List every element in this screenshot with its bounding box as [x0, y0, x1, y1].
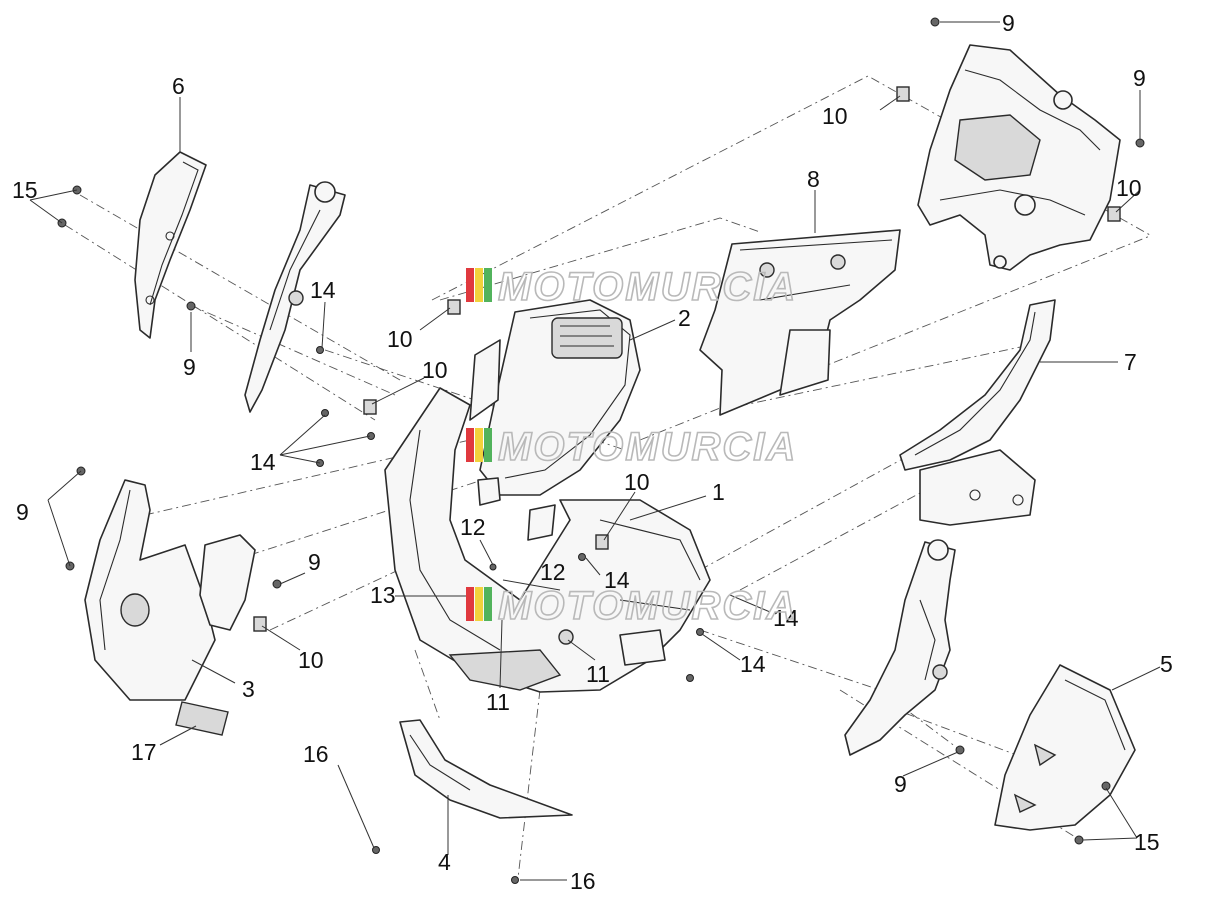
callout-3: 3: [242, 676, 255, 702]
callout-12-lower: 12: [540, 559, 566, 585]
screw-14: [578, 553, 586, 561]
clip-10: [253, 616, 267, 632]
part-8-upper-panel: [699, 229, 901, 416]
screw-9: [1135, 138, 1145, 148]
screw-14: [367, 432, 375, 440]
callout-11-left: 11: [486, 689, 510, 715]
watermark-green-bar: [484, 268, 492, 302]
callout-16-bottom: 16: [570, 868, 596, 894]
callout-15-right: 15: [1134, 829, 1160, 855]
screw-15: [1074, 835, 1084, 845]
part-4-lower-beak: [399, 719, 573, 819]
callout-4: 4: [438, 849, 451, 875]
screw-15: [1101, 781, 1111, 791]
callout-2: 2: [678, 305, 691, 331]
watermark-logo: MOTOMURCIA: [466, 264, 797, 310]
callout-1: 1: [712, 479, 725, 505]
callout-14-center: 14: [604, 567, 630, 593]
callout-10-upper-left: 10: [422, 357, 448, 383]
screw-14: [686, 674, 694, 682]
screw-9: [186, 301, 196, 311]
headlight-support-frame: [917, 44, 1121, 271]
part-7-right-upper-panel: [899, 299, 1056, 526]
right-lower-bracket: [844, 539, 956, 756]
watermarks: MOTOMURCIA MOTOMURCIA MOTOMURCIA: [466, 264, 797, 629]
leader-lines: [29, 21, 1161, 881]
watermark-green-bar: [484, 587, 492, 621]
part-2-front-cover: [469, 299, 641, 506]
callout-5: 5: [1160, 651, 1173, 677]
callout-13: 13: [370, 582, 396, 608]
callout-6: 6: [172, 73, 185, 99]
callout-9-frame-top: 9: [1002, 10, 1015, 36]
callout-14-top: 14: [310, 277, 336, 303]
screw-9: [930, 17, 940, 27]
part-6-left-upper-panel: [134, 151, 207, 339]
watermark-yellow-bar: [475, 587, 483, 621]
callout-9-frame-right: 9: [1133, 65, 1146, 91]
clip-10: [363, 399, 377, 415]
watermark-text: MOTOMURCIA: [498, 584, 797, 628]
callout-9-left-lower: 9: [16, 499, 29, 525]
callout-10-frame-right: 10: [1116, 175, 1142, 201]
callout-16-left: 16: [303, 741, 329, 767]
clip-10: [1107, 206, 1121, 222]
callout-11-right: 11: [586, 661, 610, 687]
watermark-red-bar: [466, 268, 474, 302]
callout-labels: 1 2 3 4 5 6 7 8 9 9 9 9 9 9 10 10 10 10 …: [12, 10, 1173, 894]
watermark-green-bar: [484, 428, 492, 462]
callout-9-left-panel: 9: [183, 354, 196, 380]
callout-15-left: 15: [12, 177, 38, 203]
callout-10-cover: 10: [387, 326, 413, 352]
callout-8: 8: [807, 166, 820, 192]
callout-9-center-left: 9: [308, 549, 321, 575]
callout-14-lower-right: 14: [740, 651, 766, 677]
callout-14-left: 14: [250, 449, 276, 475]
screw-9: [272, 579, 282, 589]
watermark-logo: MOTOMURCIA: [466, 424, 797, 470]
callout-12-upper: 12: [460, 514, 486, 540]
watermark-yellow-bar: [475, 428, 483, 462]
part-17-sticker: [175, 701, 229, 736]
watermark-text: MOTOMURCIA: [498, 425, 797, 469]
screw-14: [696, 628, 704, 636]
callout-17: 17: [131, 739, 157, 765]
watermark-text: MOTOMURCIA: [498, 265, 797, 309]
watermark-yellow-bar: [475, 268, 483, 302]
callout-7: 7: [1124, 349, 1137, 375]
part-3-left-lower-panel: [84, 479, 256, 701]
callout-10-frame: 10: [822, 103, 848, 129]
screw-16: [372, 846, 380, 854]
clip-10: [896, 86, 910, 102]
watermark-logo: MOTOMURCIA: [466, 583, 797, 629]
screw-14: [321, 409, 329, 417]
screw-14: [316, 346, 324, 354]
watermark-red-bar: [466, 587, 474, 621]
clip-10: [447, 299, 461, 315]
callout-10-left-lower: 10: [298, 647, 324, 673]
part-5-right-lower-panel: [994, 664, 1136, 831]
callout-9-right-lower: 9: [894, 771, 907, 797]
callout-14-right: 14: [773, 605, 799, 631]
screw-16: [511, 876, 519, 884]
left-upper-bracket: [244, 181, 346, 413]
callout-10-fairing: 10: [624, 469, 650, 495]
watermark-red-bar: [466, 428, 474, 462]
